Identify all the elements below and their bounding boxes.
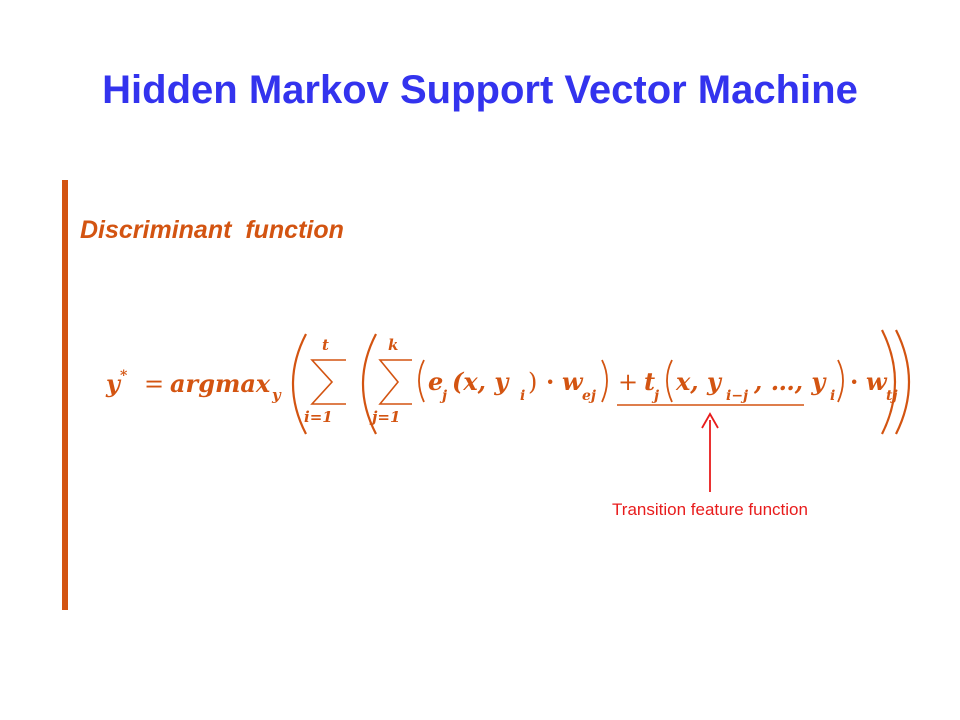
transition-open-paren (666, 359, 673, 403)
emission-open-paren (418, 359, 425, 403)
transition-fn: t (644, 367, 655, 396)
weight-emission: w (562, 367, 584, 396)
outer-sum-top: t (322, 336, 329, 354)
plus-sign: + (618, 368, 638, 396)
dot-2: · (850, 367, 858, 396)
outer-sum-bottom: i=1 (304, 408, 333, 426)
transition-close-paren (837, 359, 844, 403)
transition-args-sub2: i (830, 388, 835, 404)
formula-argmax-sub: y (271, 386, 282, 404)
outer-close-paren (895, 329, 910, 435)
formula-lhs: y (105, 369, 122, 398)
dot-1: · (546, 367, 554, 396)
transition-args: x, y (675, 367, 723, 396)
transition-fn-sub: j (651, 388, 659, 404)
transition-annotation: Transition feature function (612, 500, 808, 519)
accent-bar (62, 180, 68, 610)
outer-sigma (310, 359, 346, 405)
weight-transition-sub: tj (886, 388, 898, 404)
emission-args: (x, y (452, 367, 510, 396)
annotation-arrow-head (701, 412, 719, 429)
transition-args-sub: i−j (726, 388, 748, 404)
inner-close-paren (881, 329, 896, 435)
emission-args-close: ) (528, 368, 537, 396)
emission-args-sub: i (520, 388, 525, 404)
inner-sigma (378, 359, 412, 405)
weight-emission-sub: ej (582, 388, 596, 404)
transition-args-mid: , …, y (753, 367, 827, 396)
inner-sum-bottom: j=1 (369, 408, 400, 426)
weight-transition: w (866, 367, 888, 396)
emission-fn: e (428, 367, 443, 396)
discriminant-formula: y * = argmax y t i=1 k j=1 (100, 320, 920, 440)
formula-lhs-sup: * (120, 368, 128, 384)
outer-open-paren (292, 333, 307, 435)
formula-svg: y * = argmax y t i=1 k j=1 (105, 329, 910, 435)
formula-argmax: argmax (170, 369, 271, 398)
inner-sum-top: k (388, 336, 398, 354)
emission-close-paren (601, 359, 608, 403)
emission-fn-sub: j (439, 388, 447, 404)
formula-equals: = (144, 370, 164, 398)
section-subtitle: Discriminant function (80, 216, 344, 244)
slide-title: Hidden Markov Support Vector Machine (102, 68, 858, 112)
inner-open-paren (362, 333, 377, 435)
